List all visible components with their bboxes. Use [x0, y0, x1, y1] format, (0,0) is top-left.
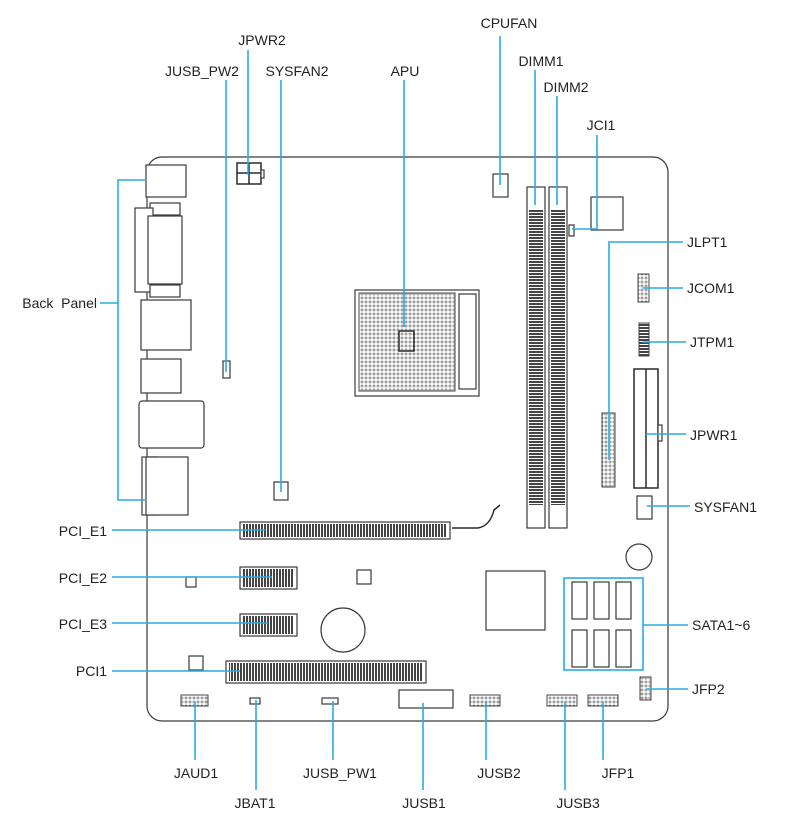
- capacitor: [320, 607, 366, 653]
- label-dimm2: DIMM2: [543, 79, 588, 95]
- pci1-slot: [225, 660, 427, 684]
- label-pci-e2: PCI_E2: [59, 570, 107, 586]
- jusb3-header: [546, 694, 578, 707]
- dimm1-slot: [526, 186, 546, 529]
- jtpm1-header: [638, 322, 650, 357]
- jbat1-jumper: [249, 697, 261, 705]
- jpwr1-connector: [633, 368, 663, 489]
- label-back-panel: Back Panel: [22, 295, 97, 311]
- label-apu: APU: [391, 63, 420, 79]
- label-jfp1: JFP1: [602, 765, 635, 781]
- label-dimm1: DIMM1: [518, 53, 563, 69]
- label-jfp2: JFP2: [692, 681, 725, 697]
- label-jusb1: JUSB1: [402, 795, 446, 811]
- label-jcom1: JCOM1: [687, 280, 735, 296]
- jusb2-header: [469, 694, 501, 707]
- apu-socket: [354, 289, 480, 397]
- sata-connectors: [571, 581, 632, 668]
- pci-e3-slot: [239, 613, 298, 637]
- label-cpufan: CPUFAN: [481, 15, 538, 31]
- label-jusb-pw2: JUSB_PW2: [165, 63, 239, 79]
- jpwr2-connector: [236, 162, 265, 185]
- label-jbat1: JBAT1: [235, 795, 276, 811]
- sata-group-outline: [563, 577, 644, 671]
- label-sysfan2: SYSFAN2: [265, 63, 328, 79]
- battery: [625, 543, 653, 571]
- board-outline: [146, 156, 669, 722]
- small-chip: [185, 576, 197, 588]
- pci-e2-slot: [239, 566, 298, 590]
- jusb1-header: [398, 689, 454, 709]
- label-jtpm1: JTPM1: [690, 334, 735, 350]
- jci1-chip: [590, 196, 624, 231]
- sysfan1-connector: [636, 495, 653, 520]
- chipset: [485, 570, 546, 631]
- label-pci1: PCI1: [76, 663, 107, 679]
- label-sata: SATA1~6: [692, 617, 750, 633]
- small-chip: [188, 655, 204, 671]
- jci1-header: [568, 224, 575, 237]
- jusb-pw1-header: [321, 697, 339, 705]
- label-jpwr2: JPWR2: [238, 32, 286, 48]
- label-jpwr1: JPWR1: [690, 427, 738, 443]
- label-jci1: JCI1: [587, 117, 616, 133]
- dimm2-slot: [548, 186, 568, 529]
- label-jlpt1: JLPT1: [687, 234, 728, 250]
- label-sysfan1: SYSFAN1: [694, 499, 757, 515]
- label-jaud1: JAUD1: [174, 765, 219, 781]
- label-pci-e3: PCI_E3: [59, 616, 107, 632]
- label-jusb2: JUSB2: [477, 765, 521, 781]
- label-jusb3: JUSB3: [556, 795, 600, 811]
- leader-lines: [100, 36, 690, 790]
- small-chip: [356, 569, 372, 585]
- pci-e1-slot: [239, 504, 501, 540]
- label-jusb-pw1: JUSB_PW1: [303, 765, 377, 781]
- label-pci-e1: PCI_E1: [59, 523, 107, 539]
